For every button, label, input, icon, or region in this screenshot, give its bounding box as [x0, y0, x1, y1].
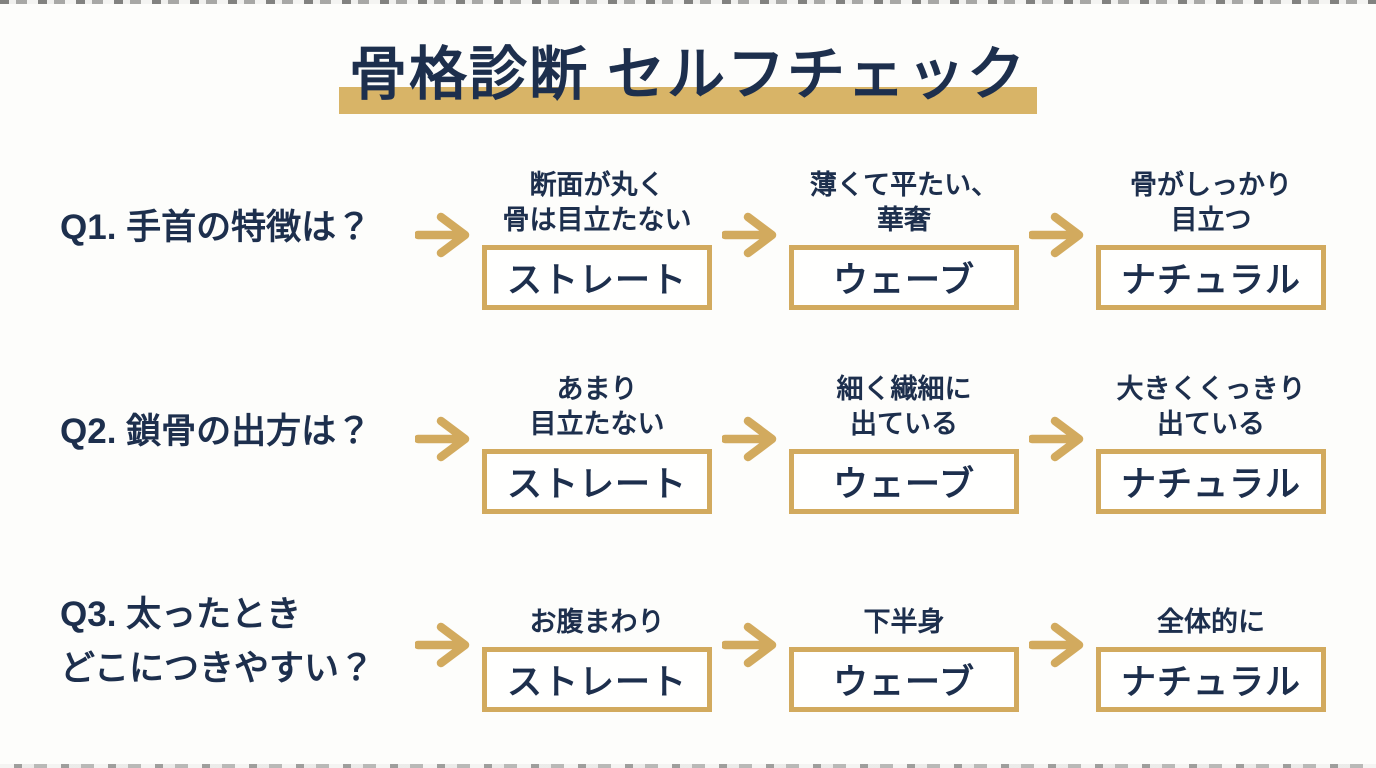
description-line: 断面が丸く [529, 170, 665, 200]
description-line: 薄くて平たい、 [809, 170, 999, 200]
option-wave: 細く繊細に 出ている ウェーブ [779, 372, 1029, 514]
type-box-straight: ストレート [482, 449, 712, 514]
question-line: Q1. 手首の特徴は？ [60, 208, 372, 247]
arrow-right-icon [722, 622, 779, 668]
option-description: 断面が丸く 骨は目立たない [503, 168, 692, 238]
page-title-text: 骨格診断 セルフチェック [348, 42, 1028, 107]
type-box-wave: ウェーブ [789, 647, 1019, 712]
page-title: 骨格診断 セルフチェック [338, 36, 1038, 114]
description-line: お腹まわり [529, 607, 665, 637]
description-line: 華奢 [876, 205, 931, 235]
arrow-right-icon [722, 212, 779, 258]
description-line: 下半身 [863, 607, 945, 637]
question-row-2: Q2. 鎖骨の出方は？ あまり 目立たない ストレート 細く繊細に 出ている ウ… [0, 372, 1376, 514]
arrow-right-icon [415, 212, 472, 258]
option-natural: 骨がしっかり 目立つ ナチュラル [1086, 168, 1336, 310]
type-box-straight: ストレート [482, 647, 712, 712]
type-box-natural: ナチュラル [1096, 647, 1326, 712]
arrow-right-icon [1029, 212, 1086, 258]
question-row-1: Q1. 手首の特徴は？ 断面が丸く 骨は目立たない ストレート 薄くて平たい、 … [0, 168, 1376, 310]
option-description: 細く繊細に 出ている [837, 372, 972, 442]
question-label-q3: Q3. 太ったとき どこにつきやすい？ [60, 588, 415, 696]
option-description: あまり 目立たない [530, 372, 665, 442]
description-line: 目立たない [529, 409, 665, 439]
option-description: 全体的に [1157, 605, 1265, 640]
description-line: 出ている [850, 409, 958, 439]
question-row-3: Q3. 太ったとき どこにつきやすい？ お腹まわり ストレート 下半身 ウェーブ… [0, 588, 1376, 712]
description-line: 骨がしっかり [1130, 170, 1292, 200]
option-natural: 大きくくっきり 出ている ナチュラル [1086, 372, 1336, 514]
arrow-right-icon [415, 622, 472, 668]
option-description: お腹まわり [530, 605, 665, 640]
question-label-q2: Q2. 鎖骨の出方は？ [60, 406, 415, 458]
option-straight: 断面が丸く 骨は目立たない ストレート [472, 168, 722, 310]
arrow-right-icon [1029, 416, 1086, 462]
question-line: どこにつきやすい？ [60, 649, 374, 688]
description-line: 出ている [1157, 409, 1265, 439]
arrow-right-icon [722, 416, 779, 462]
description-line: 大きくくっきり [1116, 374, 1306, 404]
header: 骨格診断 セルフチェック [0, 0, 1376, 114]
option-straight: あまり 目立たない ストレート [472, 372, 722, 514]
option-description: 薄くて平たい、 華奢 [810, 168, 998, 238]
option-wave: 下半身 ウェーブ [779, 605, 1029, 712]
option-description: 大きくくっきり 出ている [1117, 372, 1306, 442]
type-box-natural: ナチュラル [1096, 449, 1326, 514]
arrow-right-icon [1029, 622, 1086, 668]
option-natural: 全体的に ナチュラル [1086, 605, 1336, 712]
option-description: 下半身 [864, 605, 945, 640]
top-edge-artifact [0, 0, 1376, 4]
type-box-wave: ウェーブ [789, 449, 1019, 514]
description-line: 目立つ [1170, 205, 1252, 235]
question-label-q1: Q1. 手首の特徴は？ [60, 202, 415, 254]
option-wave: 薄くて平たい、 華奢 ウェーブ [779, 168, 1029, 310]
type-box-straight: ストレート [482, 245, 712, 310]
description-line: 細く繊細に [836, 374, 972, 404]
question-line: Q2. 鎖骨の出方は？ [60, 412, 372, 451]
type-box-wave: ウェーブ [789, 245, 1019, 310]
description-line: あまり [556, 374, 638, 404]
question-line: Q3. 太ったとき [60, 595, 302, 634]
bottom-edge-artifact [0, 764, 1376, 768]
description-line: 骨は目立たない [502, 205, 692, 235]
type-box-natural: ナチュラル [1096, 245, 1326, 310]
option-straight: お腹まわり ストレート [472, 605, 722, 712]
title-highlight-bar [338, 87, 1038, 114]
description-line: 全体的に [1157, 607, 1265, 637]
option-description: 骨がしっかり 目立つ [1130, 168, 1292, 238]
arrow-right-icon [415, 416, 472, 462]
